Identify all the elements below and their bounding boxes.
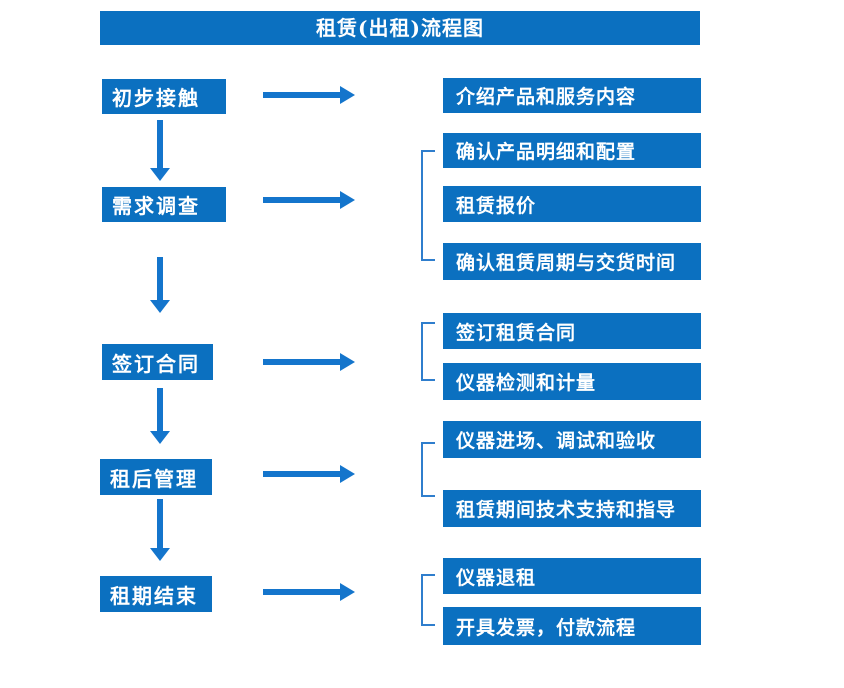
arrow-head bbox=[150, 300, 170, 313]
arrow-head bbox=[150, 168, 170, 181]
arrow-shaft bbox=[263, 359, 342, 365]
arrow-head bbox=[340, 86, 355, 104]
detail-box-tech-support: 租赁期间技术支持和指导 bbox=[443, 490, 701, 527]
right-arrow-icon bbox=[263, 86, 355, 104]
arrow-head bbox=[340, 353, 355, 371]
step-box-sign-contract: 签订合同 bbox=[102, 344, 213, 380]
down-arrow-icon bbox=[150, 499, 170, 561]
right-arrow-icon bbox=[263, 191, 355, 209]
down-arrow-icon bbox=[150, 120, 170, 181]
detail-box-instrument-return: 仪器退租 bbox=[443, 558, 701, 594]
step-box-demand-survey: 需求调查 bbox=[102, 187, 226, 222]
detail-box-sign-rental-contract: 签订租赁合同 bbox=[443, 313, 701, 349]
detail-box-rental-quotation: 租赁报价 bbox=[443, 186, 701, 222]
group-bracket-icon bbox=[421, 442, 435, 497]
group-bracket-icon bbox=[421, 322, 435, 381]
detail-box-instrument-testing: 仪器检测和计量 bbox=[443, 363, 701, 400]
detail-box-confirm-product-config: 确认产品明细和配置 bbox=[443, 133, 701, 168]
group-bracket-icon bbox=[421, 574, 435, 626]
detail-box-confirm-period-delivery: 确认租赁周期与交货时间 bbox=[443, 243, 701, 280]
detail-box-instrument-setup: 仪器进场、调试和验收 bbox=[443, 421, 701, 458]
arrow-shaft bbox=[263, 589, 342, 595]
arrow-head bbox=[340, 465, 355, 483]
arrow-head bbox=[150, 431, 170, 444]
right-arrow-icon bbox=[263, 465, 355, 483]
arrow-shaft bbox=[157, 120, 163, 169]
arrow-shaft bbox=[263, 197, 342, 203]
arrow-shaft bbox=[263, 471, 342, 477]
arrow-head bbox=[340, 191, 355, 209]
down-arrow-icon bbox=[150, 257, 170, 313]
detail-box-introduce-products: 介绍产品和服务内容 bbox=[443, 78, 701, 113]
detail-box-invoice-payment: 开具发票，付款流程 bbox=[443, 607, 701, 645]
arrow-head bbox=[150, 548, 170, 561]
group-bracket-icon bbox=[421, 150, 435, 261]
arrow-shaft bbox=[157, 499, 163, 549]
step-box-initial-contact: 初步接触 bbox=[102, 79, 226, 114]
step-box-post-rental-mgmt: 租后管理 bbox=[100, 459, 212, 495]
arrow-shaft bbox=[157, 257, 163, 301]
step-box-rental-end: 租期结束 bbox=[100, 576, 212, 612]
arrow-shaft bbox=[157, 388, 163, 432]
arrow-shaft bbox=[263, 92, 342, 98]
flowchart-title: 租赁(出租)流程图 bbox=[100, 11, 700, 45]
right-arrow-icon bbox=[263, 353, 355, 371]
arrow-head bbox=[340, 583, 355, 601]
right-arrow-icon bbox=[263, 583, 355, 601]
down-arrow-icon bbox=[150, 388, 170, 444]
